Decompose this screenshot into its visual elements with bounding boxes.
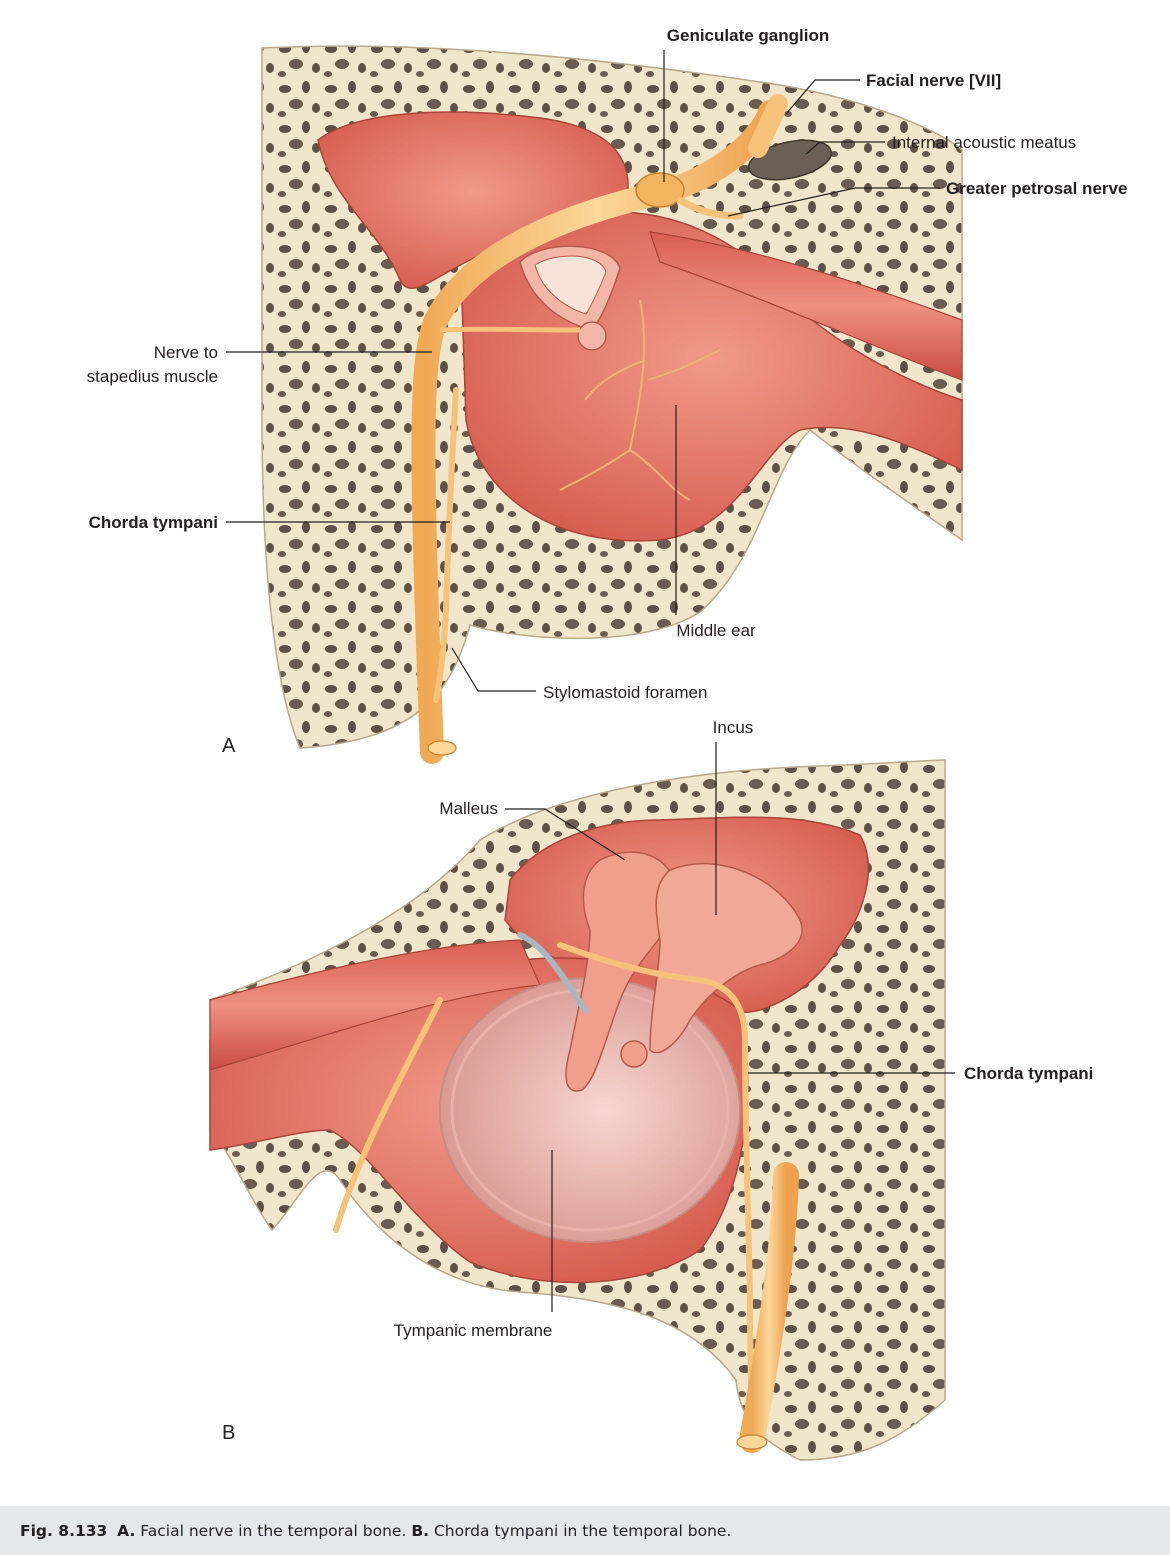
label-facial-nerve: Facial nerve [VII]	[866, 71, 1001, 90]
label-nerve-to-stapedius-1: Nerve to	[154, 343, 218, 362]
facial-nerve-b	[739, 1162, 799, 1453]
tensor-tympani-a	[649, 231, 963, 381]
label-chorda-tympani-b: Chorda tympani	[964, 1064, 1093, 1083]
stapes-a	[519, 245, 621, 351]
vessel-b	[517, 932, 588, 1013]
panel-a-leader-lines	[226, 50, 940, 692]
panel-b-leader-lines	[505, 742, 955, 1312]
panel-b-illustration	[209, 759, 946, 1461]
facial-nerve-cut-end-b	[736, 1434, 768, 1450]
caption-a-marker: A.	[117, 1521, 136, 1540]
figure-caption: Fig. 8.133 A. Facial nerve in the tempor…	[20, 1522, 731, 1540]
chorda-tympani-b-anterior	[333, 997, 443, 1233]
label-stylomastoid-foramen: Stylomastoid foramen	[543, 683, 707, 702]
label-internal-acoustic-meatus: Internal acoustic meatus	[892, 133, 1076, 152]
facial-nerve-proximal-a	[748, 94, 788, 158]
geniculate-ganglion-shape	[635, 172, 685, 208]
panel-a-illustration	[261, 45, 963, 764]
panel-letter-b: B	[222, 1422, 235, 1444]
greater-petrosal-nerve-shape	[676, 196, 744, 220]
label-chorda-tympani-a: Chorda tympani	[89, 513, 218, 532]
label-nerve-to-stapedius-2: stapedius muscle	[87, 367, 218, 386]
chorda-tympani-b-shape	[557, 942, 755, 1443]
label-geniculate-ganglion: Geniculate ganglion	[667, 26, 829, 45]
label-incus: Incus	[713, 718, 754, 737]
caption-b-text: Chorda tympani in the temporal bone.	[433, 1521, 732, 1540]
incus-lenticular-process	[620, 1040, 648, 1068]
label-middle-ear: Middle ear	[676, 621, 756, 640]
caption-a-text: Facial nerve in the temporal bone.	[140, 1521, 407, 1540]
facial-nerve-cut-end-a	[427, 740, 457, 756]
label-greater-petrosal-nerve: Greater petrosal nerve	[946, 179, 1127, 198]
facial-nerve-a	[411, 100, 782, 764]
chorda-tympani-a-shape	[433, 387, 459, 703]
incus-shape	[649, 862, 803, 1054]
label-malleus: Malleus	[439, 799, 498, 818]
mucosal-vessels-a	[559, 299, 721, 501]
panel-letter-a: A	[222, 735, 236, 757]
caption-fig-number: Fig. 8.133	[20, 1521, 108, 1540]
figure-caption-bar: Fig. 8.133 A. Facial nerve in the tempor…	[0, 1506, 1170, 1555]
label-tympanic-membrane: Tympanic membrane	[394, 1321, 553, 1340]
nerve-to-stapedius-shape	[439, 326, 581, 333]
caption-b-marker: B.	[411, 1521, 430, 1540]
